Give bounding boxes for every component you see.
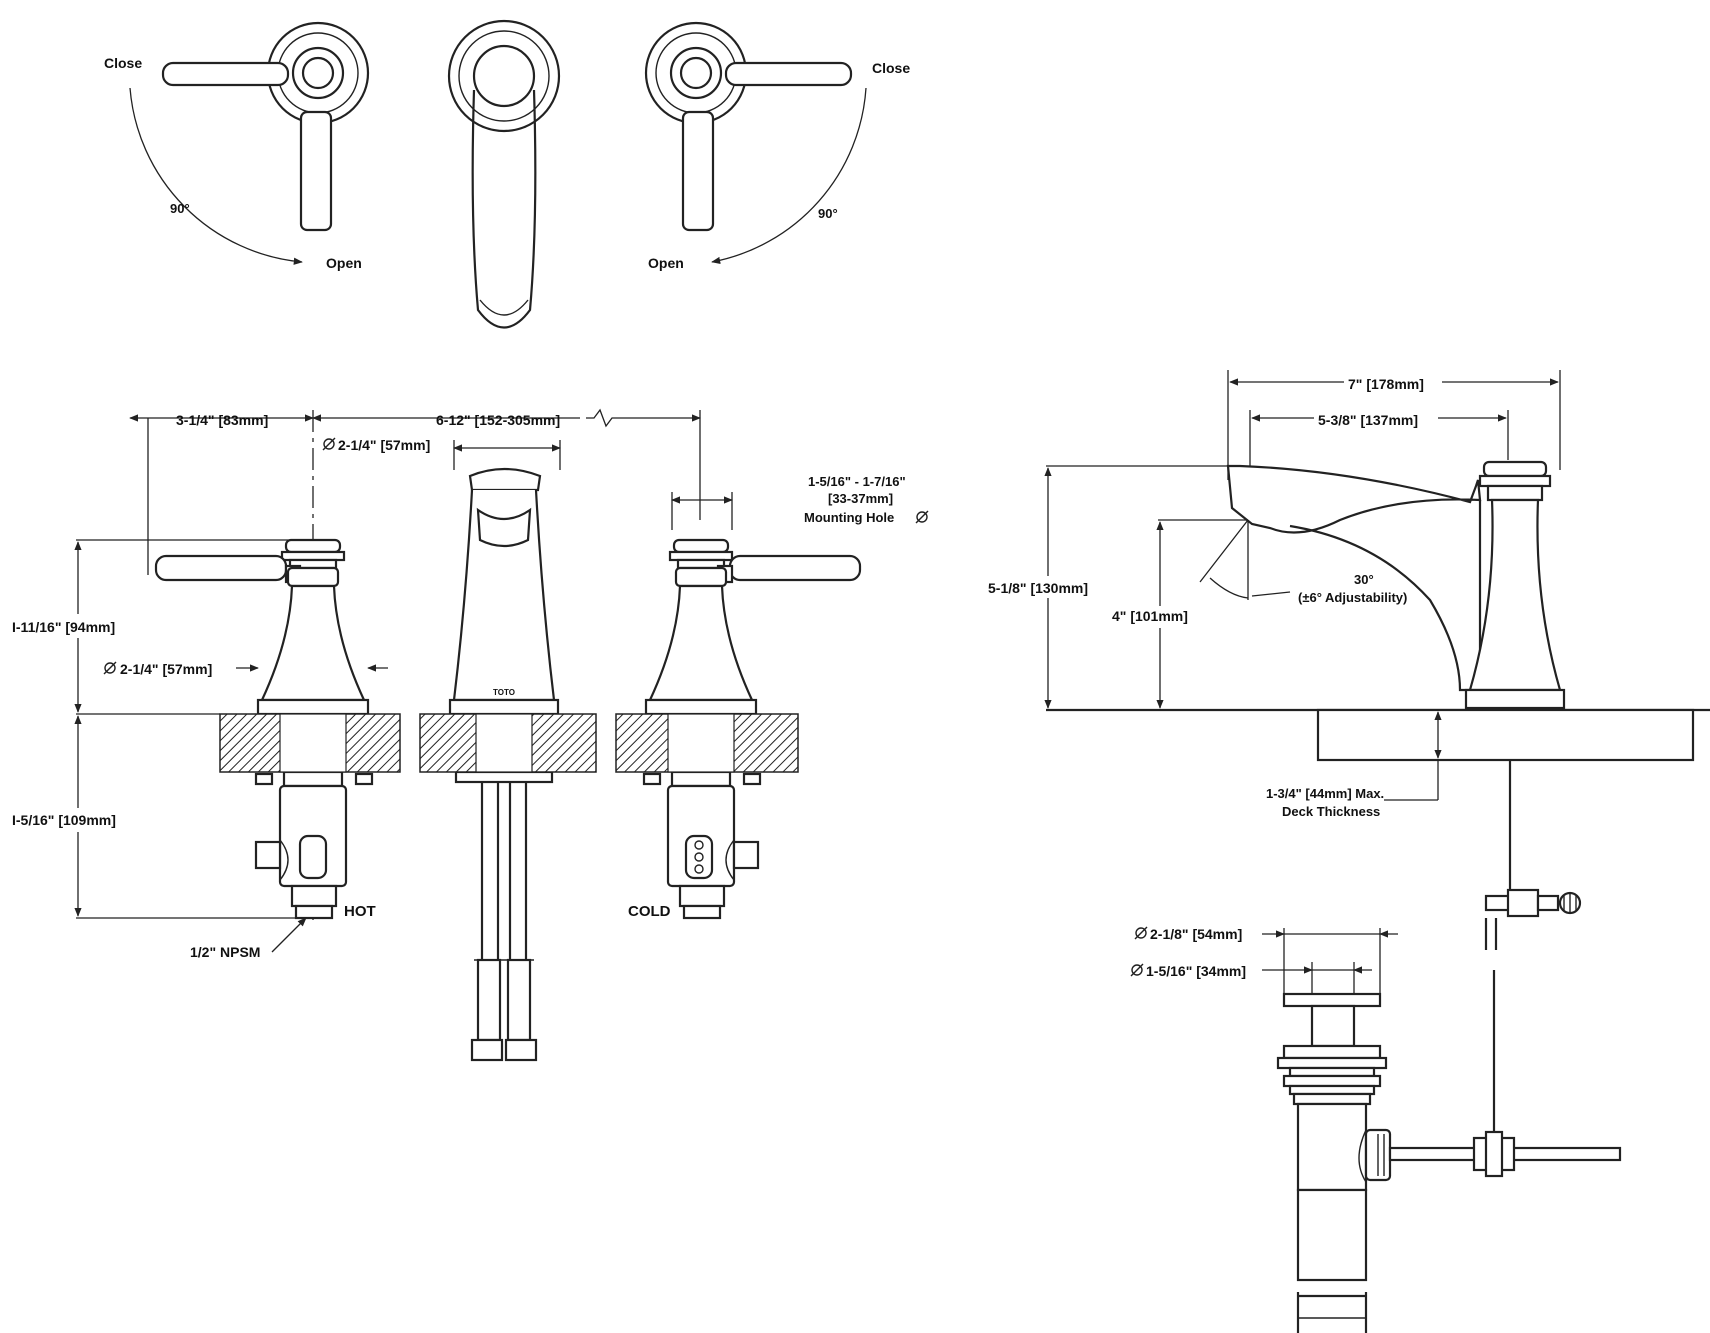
dim-hole-mm: [33-37mm] xyxy=(828,491,893,506)
dim-reach-spout: 5-3/8" [137mm] xyxy=(1318,412,1418,428)
dim-hole-range: 1-5/16" - 1-7/16" xyxy=(808,474,906,489)
spout-front: TOTO xyxy=(448,467,560,1062)
angle-note: (±6° Adjustability) xyxy=(1298,590,1407,605)
brand-mark: TOTO xyxy=(493,688,515,697)
hot-label: HOT xyxy=(344,903,376,920)
dim-height-above: I-11/16" [94mm] xyxy=(12,619,115,635)
right-angle-label: 90° xyxy=(818,206,838,221)
deck-max-label: 1-3/4" [44mm] Max. xyxy=(1266,786,1384,801)
drain-view: 2-1/8" [54mm] 1-5/16" [34mm] xyxy=(1130,888,1622,1333)
cold-label: COLD xyxy=(628,903,671,920)
dim-spout-dia-label: 2-1/4" [57mm] xyxy=(338,437,430,453)
dim-reach-total: 7" [178mm] xyxy=(1348,376,1424,392)
deck-thickness-label: Deck Thickness xyxy=(1282,804,1380,819)
dim-spread-label: 6-12" [152-305mm] xyxy=(436,412,560,428)
left-handle-top-view: Close 90° Open xyxy=(104,21,370,271)
hot-valve-front xyxy=(154,538,374,920)
left-close-label: Close xyxy=(104,55,142,71)
dim-height: 5-1/8" [130mm] xyxy=(988,580,1088,596)
dim-hole-label: Mounting Hole xyxy=(804,510,894,525)
thread-label: 1/2" NPSM xyxy=(190,944,260,960)
top-view: Close 90° Open Close 90° Open xyxy=(104,19,910,329)
cold-valve-front xyxy=(642,538,862,920)
dim-offset-label: 3-1/4" [83mm] xyxy=(176,412,268,428)
dim-height-below: I-5/16" [109mm] xyxy=(12,812,116,828)
spout-top-view xyxy=(447,19,561,329)
deck-section xyxy=(219,713,799,773)
left-open-label: Open xyxy=(326,255,362,271)
drain-dim-inner: 1-5/16" [34mm] xyxy=(1146,963,1246,979)
dim-base-dia: 2-1/4" [57mm] xyxy=(120,661,212,677)
front-view: 3-1/4" [83mm] 6-12" [152-305mm] 2-1/4" [… xyxy=(8,408,929,1062)
right-handle-top-view: Close 90° Open xyxy=(644,21,910,271)
dim-outlet-height: 4" [101mm] xyxy=(1112,608,1188,624)
drain-dim-outer: 2-1/8" [54mm] xyxy=(1150,926,1242,942)
left-angle-label: 90° xyxy=(170,201,190,216)
angle-value: 30° xyxy=(1354,572,1374,587)
side-view: 7" [178mm] 5-3/8" [137mm] 5-1/8" [130mm]… xyxy=(984,370,1710,900)
right-close-label: Close xyxy=(872,60,910,76)
right-open-label: Open xyxy=(648,255,684,271)
